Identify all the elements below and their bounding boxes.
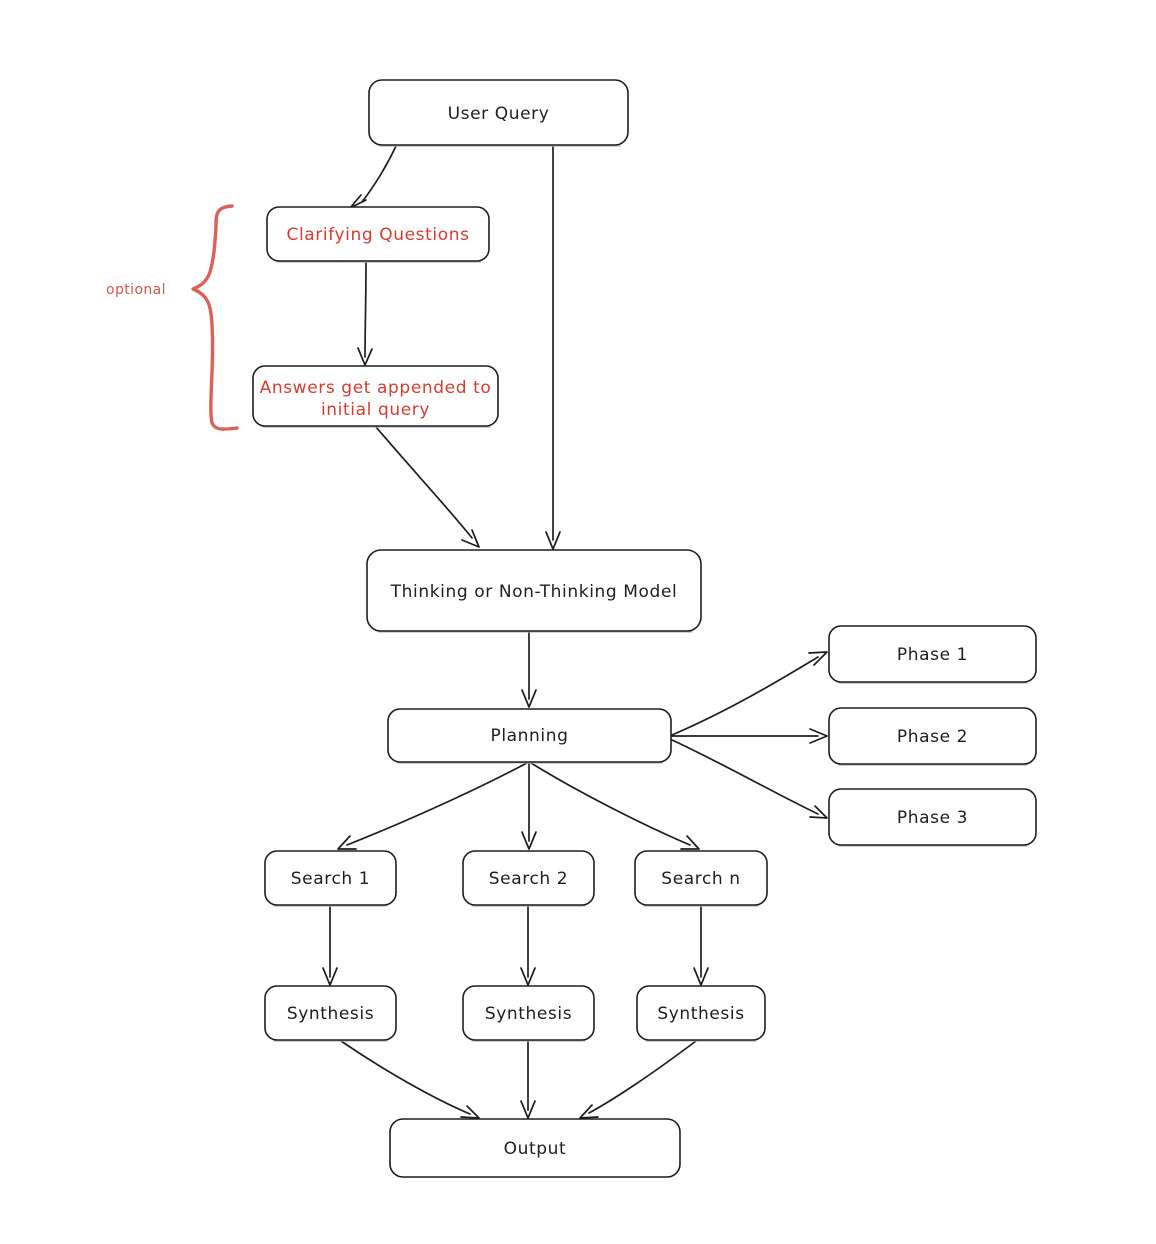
node-search-2[interactable]: Search 2 <box>462 850 595 907</box>
node-search-n[interactable]: Search n <box>634 850 768 907</box>
node-phase-3[interactable]: Phase 3 <box>828 788 1037 847</box>
node-synthesis-2-box[interactable] <box>462 985 595 1041</box>
node-answers-appended-label-line1: Answers get appended to <box>260 378 492 398</box>
node-search-1-label: Search 1 <box>291 869 370 889</box>
node-phase-1[interactable]: Phase 1 <box>828 625 1037 684</box>
node-phase-2-label: Phase 2 <box>897 727 968 747</box>
edge-thinking-model-to-planning <box>521 631 537 708</box>
edge-planning-to-phase-1 <box>671 651 828 736</box>
edge-planning-to-phase-3 <box>671 739 828 819</box>
node-phase-2[interactable]: Phase 2 <box>828 707 1037 766</box>
node-clarifying-questions-label: Clarifying Questions <box>286 225 469 245</box>
edges-layer <box>322 145 828 1119</box>
edge-answers-to-thinking-model <box>375 426 480 548</box>
edge-planning-to-phase-2 <box>671 728 828 744</box>
node-output-box[interactable] <box>389 1118 681 1178</box>
node-planning[interactable]: Planning <box>387 708 672 764</box>
edge-user-query-to-thinking-model <box>545 145 561 550</box>
edge-planning-to-search-n <box>530 762 700 850</box>
node-search-1[interactable]: Search 1 <box>264 850 397 907</box>
edge-clarifying-to-answers <box>357 261 373 366</box>
node-answers-appended-label-line2: initial query <box>321 400 430 420</box>
node-output-label: Output <box>504 1139 567 1159</box>
edge-synthesis-3-to-output <box>579 1040 697 1119</box>
node-search-1-box[interactable] <box>264 850 397 906</box>
edge-synthesis-1-to-output <box>340 1040 480 1119</box>
node-phase-1-box[interactable] <box>828 625 1037 683</box>
edge-search-2-to-synthesis-2 <box>520 905 536 986</box>
optional-label: optional <box>106 282 166 298</box>
node-phase-3-label: Phase 3 <box>897 808 968 828</box>
node-thinking-model-box[interactable] <box>366 549 702 632</box>
node-phase-1-label: Phase 1 <box>897 645 968 665</box>
edge-planning-to-search-1 <box>337 762 528 850</box>
node-synthesis-2[interactable]: Synthesis <box>462 985 595 1042</box>
node-search-2-box[interactable] <box>462 850 595 906</box>
node-planning-box[interactable] <box>387 708 672 763</box>
node-search-n-label: Search n <box>661 869 740 889</box>
node-thinking-model[interactable]: Thinking or Non-Thinking Model <box>366 549 702 633</box>
node-user-query-label: User Query <box>448 104 550 124</box>
edge-search-1-to-synthesis-1 <box>322 905 338 986</box>
node-phase-2-box[interactable] <box>828 707 1037 765</box>
nodes-layer: User Query Clarifying Questions Answers … <box>252 79 1037 1178</box>
node-answers-appended[interactable]: Answers get appended to initial query <box>252 365 499 428</box>
node-synthesis-3-box[interactable] <box>636 985 766 1041</box>
node-clarifying-questions-box[interactable] <box>266 206 490 262</box>
node-phase-3-box[interactable] <box>828 788 1037 846</box>
node-user-query-box[interactable] <box>368 79 629 146</box>
optional-brace-annotation: optional <box>106 204 239 431</box>
node-clarifying-questions[interactable]: Clarifying Questions <box>266 206 490 263</box>
node-search-2-label: Search 2 <box>489 869 568 889</box>
node-synthesis-3[interactable]: Synthesis <box>636 985 766 1042</box>
node-search-n-box[interactable] <box>634 850 768 906</box>
node-synthesis-1-box[interactable] <box>264 985 397 1041</box>
node-planning-label: Planning <box>490 726 568 746</box>
node-answers-appended-box[interactable] <box>252 365 499 427</box>
node-synthesis-1[interactable]: Synthesis <box>264 985 397 1042</box>
node-output[interactable]: Output <box>389 1118 681 1178</box>
curly-brace-icon <box>191 204 239 431</box>
node-thinking-model-label: Thinking or Non-Thinking Model <box>390 582 678 602</box>
node-synthesis-3-label: Synthesis <box>657 1004 744 1024</box>
node-synthesis-2-label: Synthesis <box>485 1004 572 1024</box>
edge-planning-to-search-2 <box>521 762 537 850</box>
edge-user-query-to-clarifying <box>349 145 397 209</box>
edge-search-n-to-synthesis-3 <box>693 905 709 986</box>
node-synthesis-1-label: Synthesis <box>287 1004 374 1024</box>
edge-synthesis-2-to-output <box>520 1040 536 1119</box>
node-user-query[interactable]: User Query <box>368 79 629 147</box>
